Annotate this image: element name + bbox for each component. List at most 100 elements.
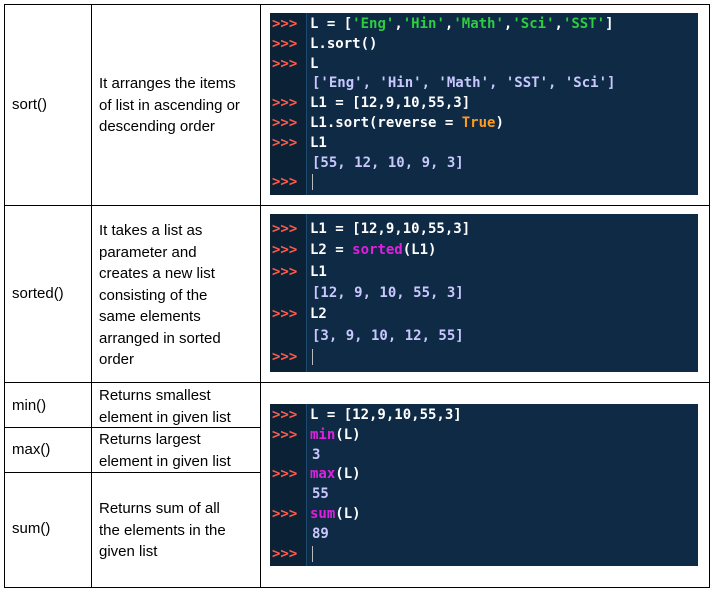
shell-prompt: >>> [272,95,298,112]
shell-input-line: >>>L = [12,9,10,55,3] [270,405,698,425]
code-token: max [310,466,336,483]
shell-code: L1.sort(reverse = True) [310,113,504,133]
shell-prompt: >>> [272,407,298,423]
shell-input-line: >>> max(L) [270,464,698,484]
shell-prompt: >>> [272,115,298,131]
shell-output-line: 55 [270,484,698,504]
table-border-left [4,4,5,588]
shell-input-line: >>>L1 = [12,9,10,55,3] [270,93,698,113]
shell-output: [12, 9, 10, 55, 3] [312,284,464,301]
description-line: given list [99,543,158,560]
description-line: Returns smallest [99,387,211,404]
description-line: same elements [99,308,201,325]
code-token: True [461,115,496,131]
function-name: min() [12,397,47,414]
python-shell-min-max-sum: >>>L = [12,9,10,55,3]>>>min(L)3>>>max(L)… [270,404,698,566]
shell-code: max(L) [310,464,361,484]
description-line: descending order [99,118,215,135]
shell-prompt: >>> [272,134,298,151]
python-shell-sort: >>>L = ['Eng','Hin','Math','Sci','SST']>… [270,13,698,195]
shell-output-line: 3 [270,445,698,465]
shell-input-cursor[interactable] [310,544,313,564]
description-line: creates a new list [99,265,215,282]
description-line: It arranges the items [99,75,236,92]
table-row-divider [4,205,710,206]
shell-output-line: [3, 9, 10, 12, 55] [270,326,698,346]
code-token: (L1) [402,242,437,259]
shell-prompt: >>> [272,466,298,483]
shell-input-line: >>> sum(L) [270,504,698,524]
shell-input-cursor[interactable] [310,172,313,192]
shell-input-line: >>>L2 = sorted(L1) [270,240,698,260]
code-token: , [394,16,403,32]
shell-output: [55, 12, 10, 9, 3] [312,154,464,171]
shell-output: 55 [312,486,329,503]
shell-input-line: >>> L1 = [12,9,10,55,3] [270,219,698,239]
code-token: L [310,55,319,72]
code-token: , [503,16,513,32]
shell-code: L.sort() [310,34,377,54]
code-token: (L) [335,426,361,443]
shell-output: 89 [312,525,329,542]
code-token: min [310,426,336,443]
code-token: 'SST' [562,16,606,32]
shell-input-line: >>> [270,172,698,192]
code-token: (L) [335,506,361,522]
prompt-gutter [270,404,307,566]
shell-input-line: >>> L1 [270,133,698,153]
table-border-right [709,4,710,588]
shell-output: [3, 9, 10, 12, 55] [312,327,464,344]
code-token: L2 = [310,242,353,259]
code-token: L = [ [310,16,353,32]
description-line: the elements in the [99,521,226,539]
text-cursor-icon [312,545,313,562]
function-name: max() [12,441,51,458]
shell-code: L1 = [12,9,10,55,3] [310,219,470,239]
code-token: sorted [352,242,403,259]
code-token: 'Hin' [402,16,445,32]
shell-output-line: 89 [270,524,698,544]
function-description: Returns smallest element in given list [99,385,231,428]
code-token: ] [605,16,614,32]
shell-input-line: >>> [270,347,698,367]
text-cursor-icon [312,174,313,191]
shell-prompt: >>> [272,221,298,237]
description-line: parameter and [99,243,197,261]
shell-prompt: >>> [272,545,298,562]
code-token: L1 [310,263,327,280]
shell-prompt: >>> [272,348,298,365]
shell-prompt: >>> [272,506,298,522]
prompt-gutter [270,214,307,372]
code-token: 'Math' [453,16,504,32]
table-border-bottom [4,587,710,588]
shell-code: L [310,54,318,74]
description-line: consisting of the [99,286,208,304]
function-description: Returns sum of all the elements in the g… [99,498,226,563]
shell-input-line: >>>L1 [270,262,698,282]
shell-prompt: >>> [272,35,298,52]
description-line: arranged in sorted [99,329,221,347]
shell-code: sum(L) [310,504,361,524]
shell-code: L1 [310,262,327,282]
function-name: sum() [12,520,51,537]
table-row-divider [4,427,261,428]
code-token: , [444,16,454,32]
description-line: element in given list [99,452,231,470]
shell-input-cursor[interactable] [310,347,313,367]
shell-code: L2 [310,304,327,324]
code-token: L1 = [12,9,10,55,3] [310,221,471,237]
code-token: ) [495,115,504,131]
code-token: sum [310,506,336,522]
code-token: L1 [310,134,327,151]
shell-input-line: >>>L = ['Eng','Hin','Math','Sci','SST'] [270,14,698,34]
function-description: It arranges the items of list in ascendi… [99,73,240,138]
description-line: order [99,351,135,368]
shell-input-line: >>> min(L) [270,425,698,445]
table-row-divider [4,472,261,473]
description-line: Returns sum of all [99,500,220,517]
shell-prompt: >>> [272,306,298,323]
table-border-top [4,4,710,5]
shell-code: L2 = sorted(L1) [310,240,436,260]
function-description: It takes a list as parameter and creates… [99,220,221,371]
shell-prompt: >>> [272,426,298,443]
